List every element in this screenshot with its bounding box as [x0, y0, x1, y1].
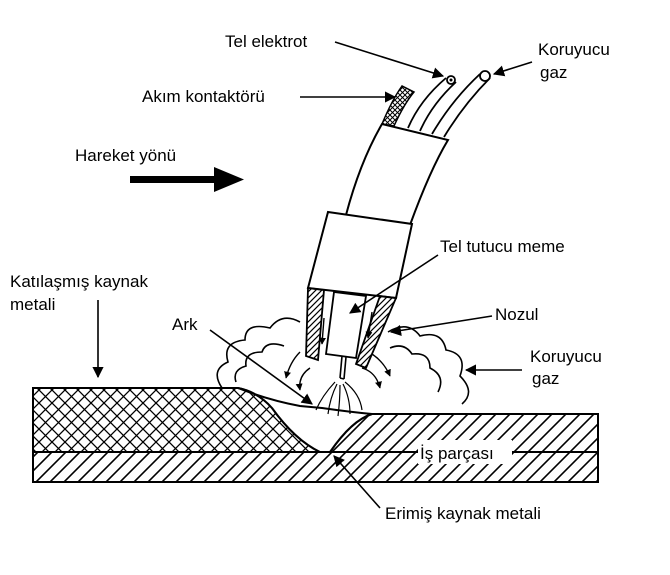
label-nozul: Nozul: [495, 305, 538, 324]
label-koruyucu-gaz-side-1: Koruyucu: [530, 347, 602, 366]
leader-nozul: [389, 315, 493, 336]
label-tel-elektrot: Tel elektrot: [225, 32, 307, 51]
leader-tel-tutucu-meme: [349, 254, 439, 314]
gas-hose-end: [479, 70, 491, 82]
label-erimis: Erimiş kaynak metali: [385, 504, 541, 523]
torch-body: [306, 210, 414, 300]
current-cable: [380, 85, 416, 127]
label-koruyucu-gaz-side-2: gaz: [532, 369, 559, 388]
leader-ark: [209, 329, 313, 405]
label-ark: Ark: [172, 315, 198, 334]
label-is-parcasi: İş parçası: [420, 444, 494, 463]
molten-weld-pool: [237, 387, 373, 453]
gas-flow-arrows: [284, 351, 391, 391]
direction-arrow: [130, 167, 244, 192]
leader-tel-elektrot: [334, 41, 445, 79]
label-akim-kontaktoru: Akım kontaktörü: [142, 87, 265, 106]
leader-koruyucu-gaz-top: [492, 61, 533, 77]
leader-erimis: [333, 455, 381, 509]
label-koruyucu-gaz-top-2: gaz: [540, 63, 567, 82]
wire-conduit: [407, 73, 491, 138]
leader-lines: [92, 41, 533, 509]
solidified-weld-metal: [32, 387, 321, 453]
arc-rays: [315, 381, 363, 417]
label-koruyucu-gaz-top-1: Koruyucu: [538, 40, 610, 59]
workpiece-base: [32, 451, 599, 483]
label-katilasmis-2: metali: [10, 295, 55, 314]
torch-hose: [344, 122, 450, 227]
wire-end-dot: [449, 78, 453, 82]
label-is-parcasi-bg: [418, 440, 512, 464]
label-tel-tutucu-meme: Tel tutucu meme: [440, 237, 565, 256]
label-katilasmis-1: Katılaşmış kaynak: [10, 272, 148, 291]
label-hareket-yonu: Hareket yönü: [75, 146, 176, 165]
nozzle-gas-arrows: [318, 311, 373, 345]
